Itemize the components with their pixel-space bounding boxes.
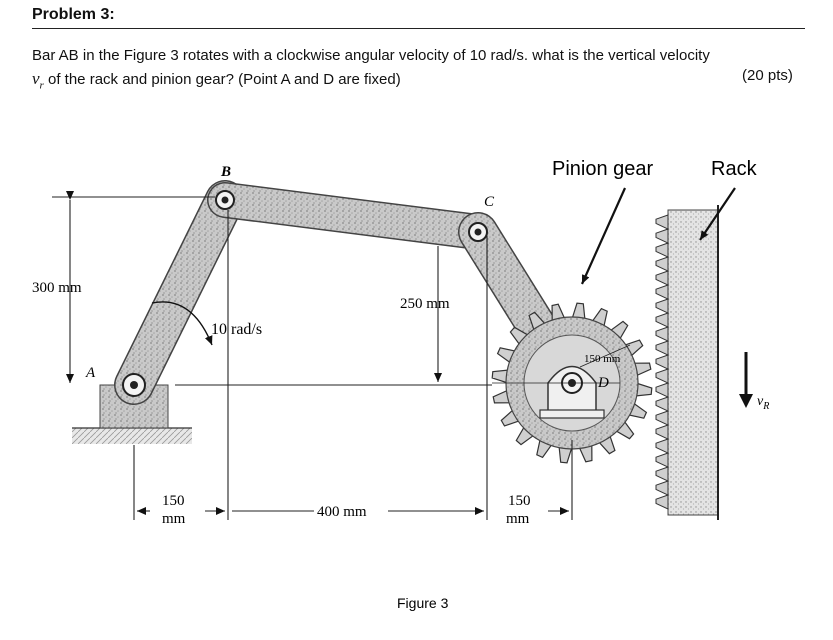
support-a (99, 384, 169, 429)
ground-a (72, 428, 192, 444)
problem-text-line2: of the rack and pinion gear? (Point A an… (43, 71, 401, 88)
pin-b (215, 190, 235, 210)
label-radius-150: 150 mm (584, 353, 621, 365)
label-pinion-gear: Pinion gear (552, 158, 654, 180)
pin-a (122, 373, 146, 397)
label-b: B (220, 164, 231, 180)
rack-pointer (699, 187, 736, 241)
figure-caption: Figure 3 (397, 595, 449, 611)
label-height-300: 300 mm (32, 280, 82, 296)
label-dim-150-right: 150 (508, 493, 531, 509)
rack-teeth (655, 214, 670, 510)
label-rack: Rack (711, 158, 758, 180)
title-divider (32, 28, 805, 29)
label-dim-400: 400 mm (317, 504, 367, 520)
label-dim-150-left: 150 (162, 493, 185, 509)
label-angular-velocity: 10 rad/s (211, 321, 262, 338)
label-d: D (597, 375, 609, 391)
problem-title: Problem 3: (32, 6, 115, 23)
bar-ab (114, 180, 245, 405)
dimension-lines (52, 191, 631, 520)
label-dim-150-left-unit: mm (162, 511, 186, 527)
label-a: A (85, 365, 96, 381)
angular-velocity-arrow (151, 301, 213, 346)
label-dim-150-right-unit: mm (506, 511, 530, 527)
label-c: C (484, 194, 495, 210)
pin-c (468, 222, 488, 242)
label-height-250: 250 mm (400, 296, 450, 312)
rack (655, 205, 719, 520)
label-vr: vR (757, 394, 769, 412)
points-value: (20 pts) (742, 67, 793, 84)
vr-arrow (739, 352, 753, 408)
vr-symbol: vr (32, 69, 44, 92)
bar-bc (207, 182, 496, 250)
problem-text-line1: Bar AB in the Figure 3 rotates with a cl… (32, 47, 710, 64)
problem-statement: Bar AB in the Figure 3 rotates with a cl… (32, 44, 812, 97)
pinion-gear-pointer (580, 187, 627, 285)
